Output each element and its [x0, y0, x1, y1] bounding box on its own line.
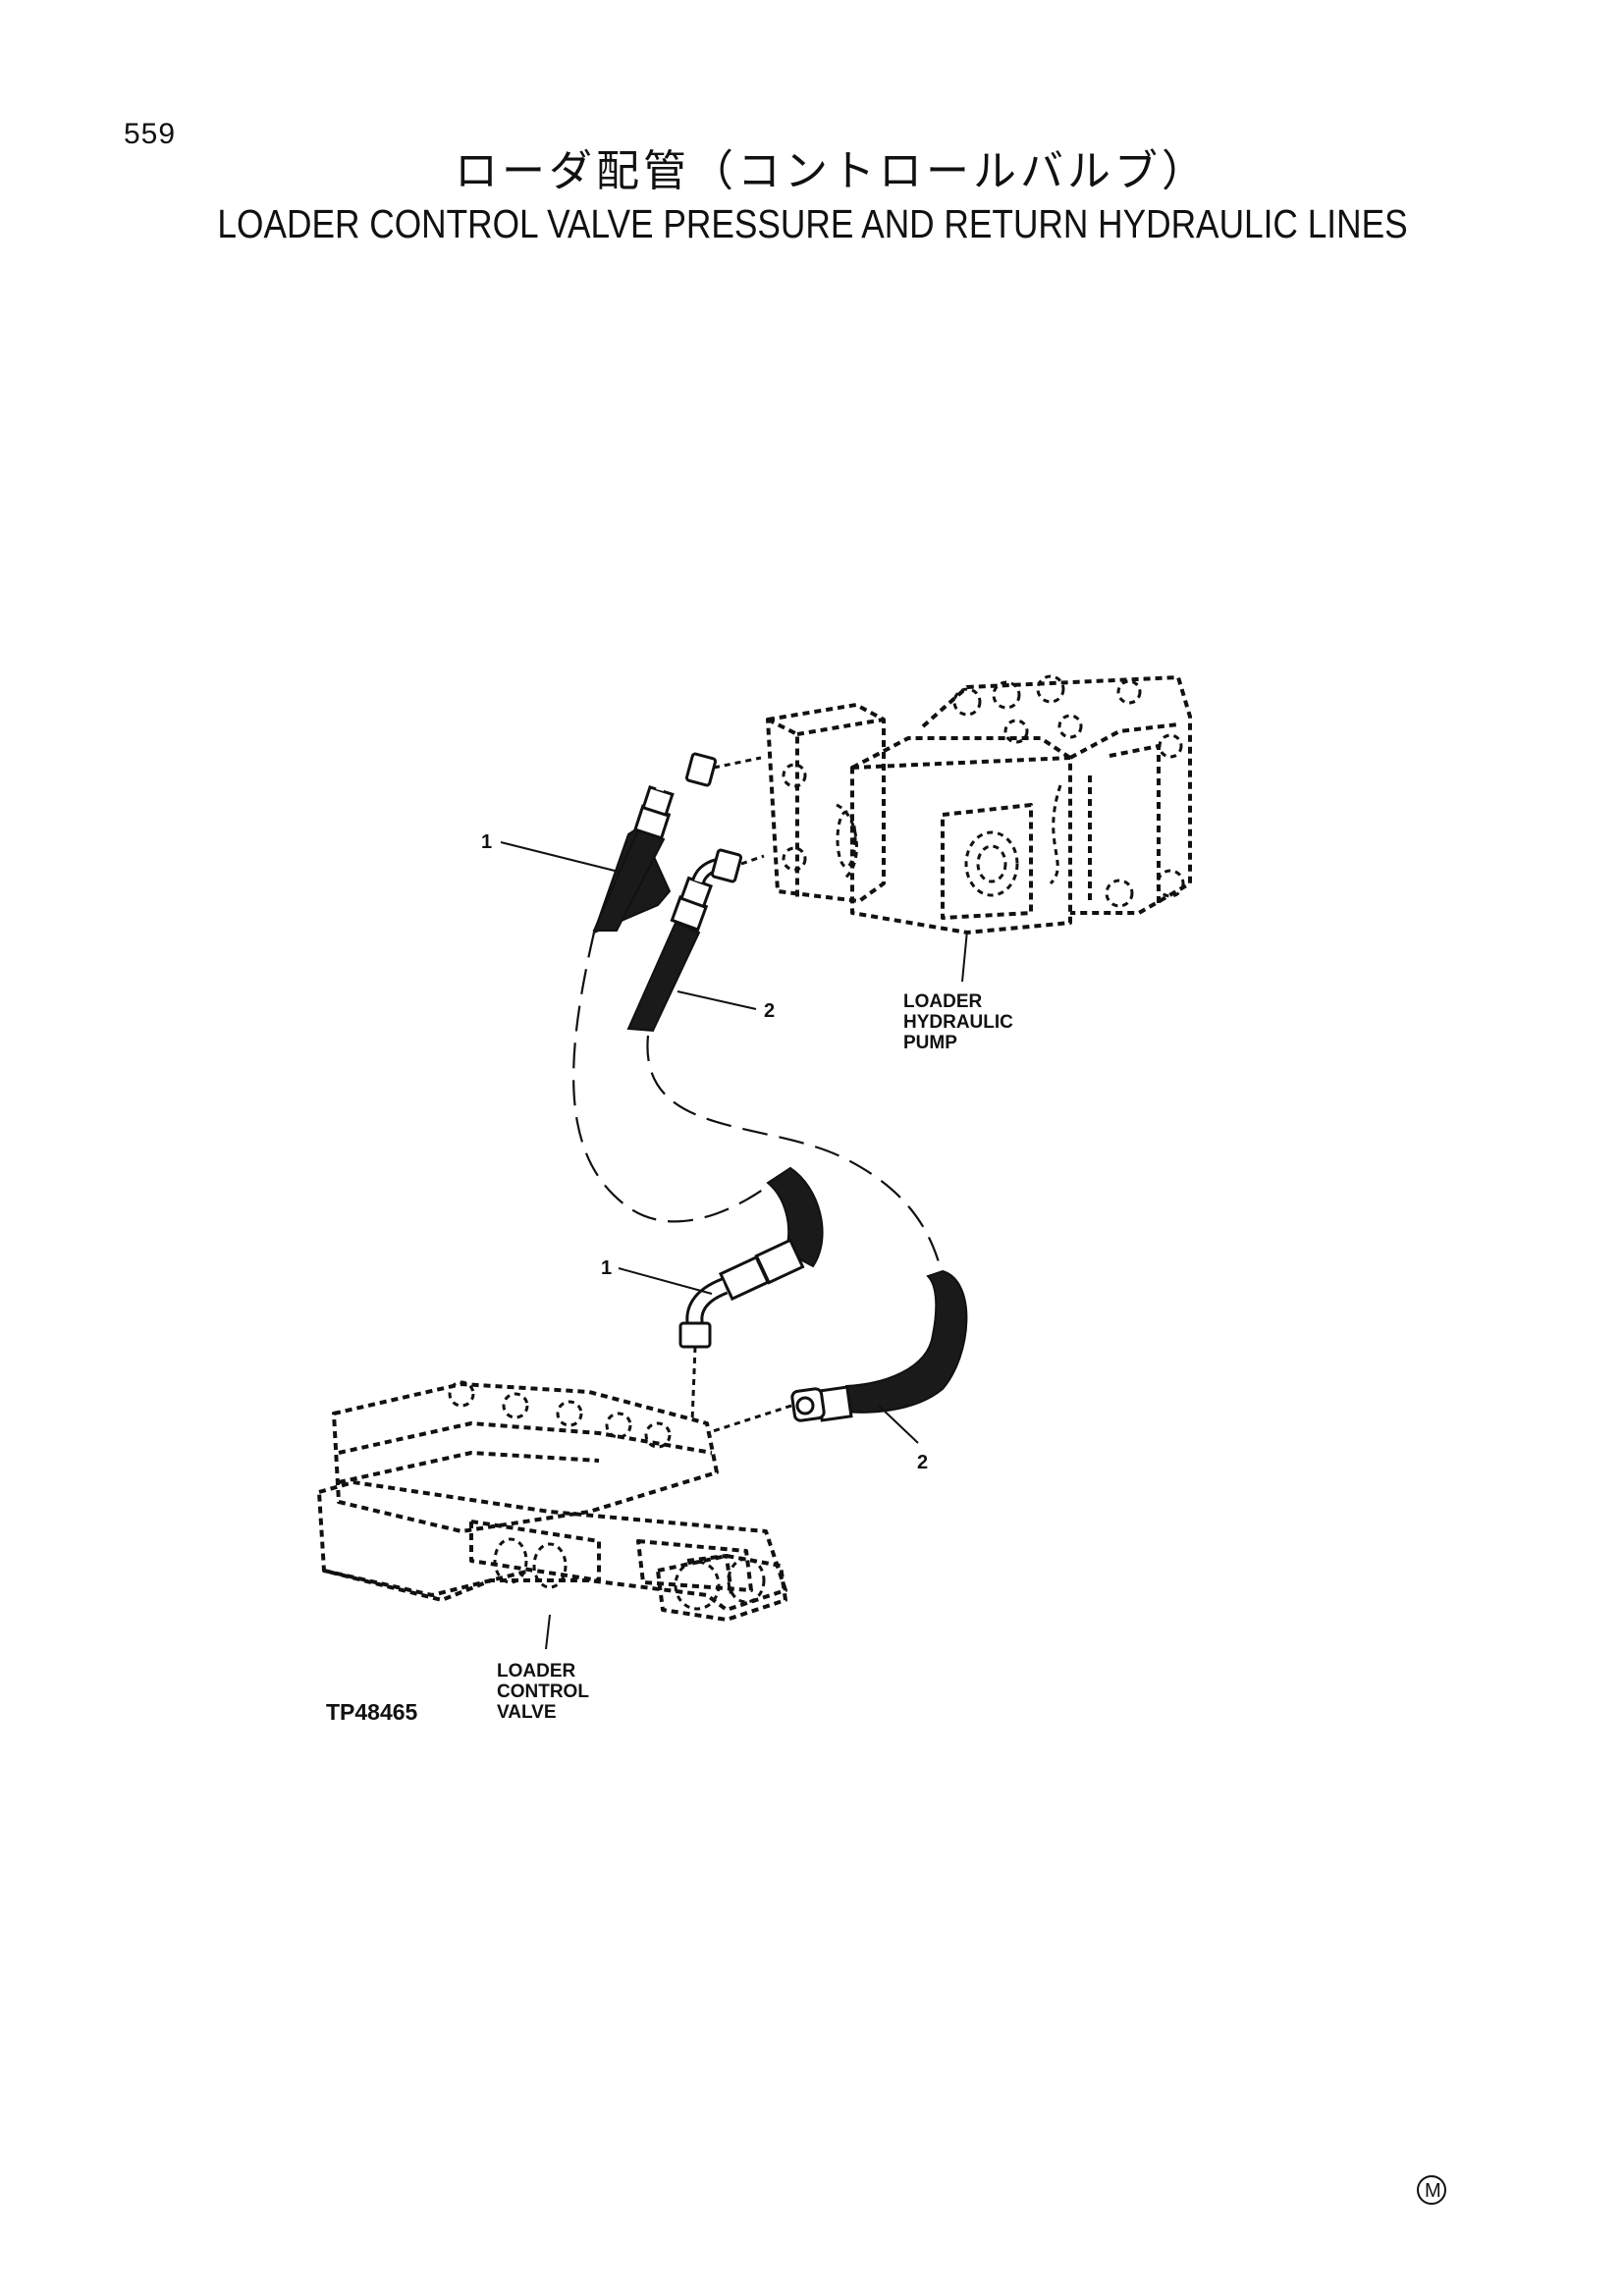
hose-2-route [646, 1035, 945, 1277]
callout-leader-1-lower [618, 1267, 713, 1295]
pump-label-line-3: PUMP [903, 1033, 957, 1053]
callout-1-lower: 1 [601, 1257, 612, 1279]
corner-mark-icon: M [1417, 2175, 1446, 2205]
valve-label-line-2: CONTROL [497, 1682, 589, 1702]
callout-1-upper: 1 [481, 831, 492, 853]
pump-label-line-1: LOADER [903, 991, 983, 1012]
lower-hose-2 [706, 1269, 968, 1435]
callout-2-lower: 2 [917, 1452, 928, 1473]
callout-leader-1-upper [500, 841, 620, 873]
hose-1-route [572, 932, 791, 1223]
pump-label: LOADER HYDRAULIC PUMP [903, 991, 1013, 1053]
loader-hydraulic-pump [766, 674, 1192, 983]
callout-leader-2-lower [878, 1405, 919, 1444]
pump-label-line-2: HYDRAULIC [903, 1012, 1013, 1033]
valve-label-line-1: LOADER [497, 1661, 576, 1682]
page-title-english: LOADER CONTROL VALVE PRESSURE AND RETURN… [217, 201, 1408, 246]
page-title-japanese: ローダ配管（コントロールバルブ） [455, 146, 1209, 196]
figure-id: TP48465 [326, 1699, 418, 1725]
upper-hose-2 [626, 848, 765, 1033]
corner-mark-letter: M [1425, 2180, 1441, 2202]
upper-hose-1 [592, 752, 762, 934]
valve-label: LOADER CONTROL VALVE [497, 1661, 589, 1723]
lower-hose-1 [678, 1166, 824, 1422]
page-number: 559 [124, 118, 177, 150]
valve-label-line-3: VALVE [497, 1702, 557, 1723]
callout-2-upper: 2 [764, 1000, 775, 1022]
callout-leader-2-upper [677, 990, 757, 1010]
loader-control-valve [317, 1380, 787, 1650]
